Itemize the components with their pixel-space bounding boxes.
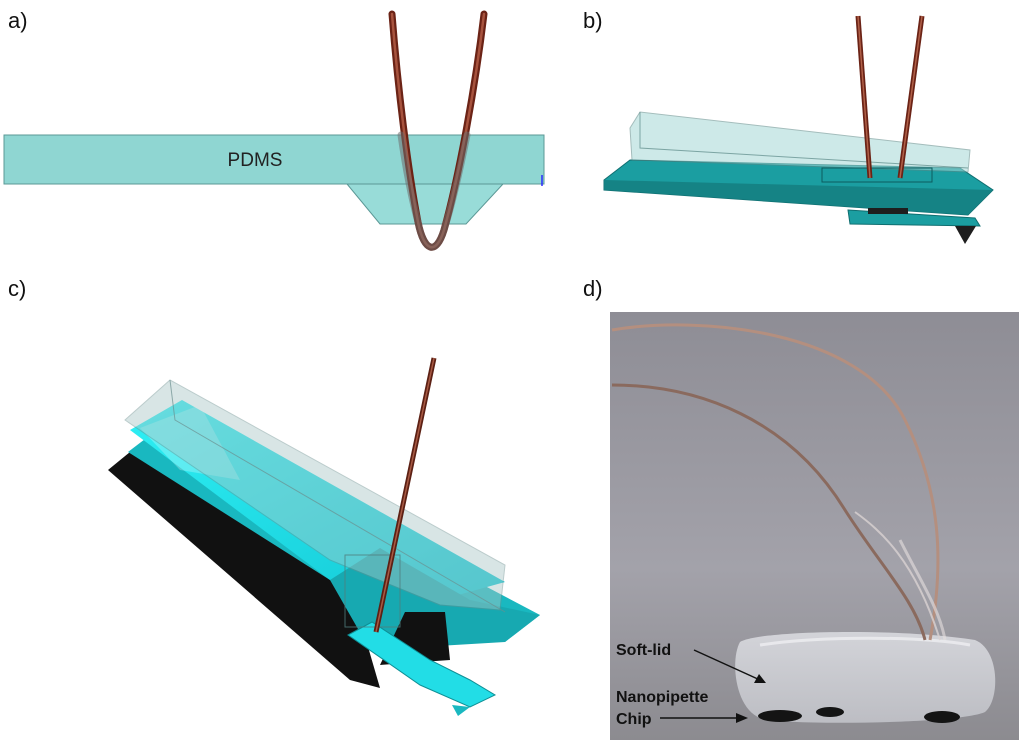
arrow-soft-lid-head <box>754 674 766 683</box>
arrow-chip-head <box>736 713 748 723</box>
pdms-lid-plug <box>345 183 505 225</box>
reservoir-c <box>344 554 401 628</box>
panel-d-photo: Soft-lid Nanopipette Chip <box>610 312 1019 740</box>
chip-side-wall <box>330 548 540 650</box>
annotation-soft-lid: Soft-lid <box>616 642 671 659</box>
chip-top-bright <box>130 400 505 600</box>
panel-label-a: a) <box>8 8 28 33</box>
pdms-box-edge <box>639 112 969 169</box>
photo-wire-1 <box>611 323 940 641</box>
chip-underside <box>108 452 380 688</box>
panel-label-b: b) <box>583 8 603 33</box>
annotation-chip-line1: Nanopipette <box>616 689 709 706</box>
panel-a-diagram: PDMS <box>3 10 545 251</box>
chip-black-edge <box>868 208 908 214</box>
pdms-box <box>629 111 971 173</box>
chip-spot-2 <box>816 707 844 717</box>
chip-spot-1 <box>758 710 802 722</box>
chip-tip-end <box>452 705 470 716</box>
wire-c-highlight <box>375 357 435 633</box>
chip-spot-3 <box>924 711 960 723</box>
u-wire-embedded <box>397 131 471 251</box>
photo-wire-glint <box>854 511 941 641</box>
panel-label-c: c) <box>8 276 27 301</box>
photo-wire-2 <box>611 383 927 641</box>
soft-lid-blob <box>735 631 996 723</box>
panel-b-diagram <box>603 15 994 244</box>
photo-wire-glint-2 <box>898 539 947 641</box>
chip-tip-extension <box>347 621 497 708</box>
chip-tip-point <box>955 226 976 244</box>
lid-highlight <box>759 636 971 647</box>
chip-base-side <box>604 180 993 215</box>
pdms-label: PDMS <box>228 150 283 171</box>
arrow-soft-lid-line <box>693 649 761 681</box>
reservoir-outline <box>821 167 933 183</box>
annotation-chip-line2: Chip <box>616 711 652 728</box>
panel-c-diagram <box>108 357 540 716</box>
panel-label-d: d) <box>583 276 603 301</box>
chip-glare <box>140 405 240 480</box>
wire-left-highlight <box>857 15 871 179</box>
wire-right-highlight <box>899 15 923 179</box>
